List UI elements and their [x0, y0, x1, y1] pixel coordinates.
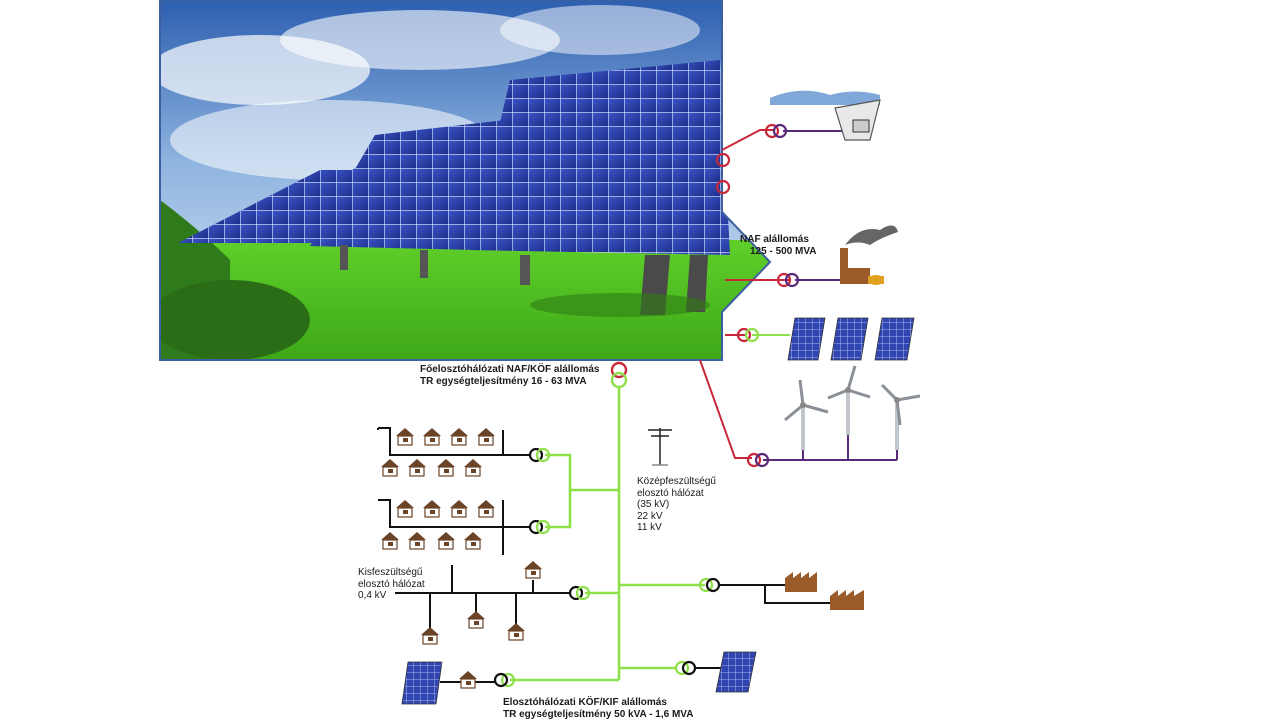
- medium-voltage-network: [510, 388, 705, 682]
- low-voltage-line1: Kisfeszültségű: [358, 567, 423, 578]
- low-voltage-line2: elosztó hálózat: [358, 578, 425, 590]
- house-icon: [450, 428, 468, 446]
- naf-substation-line1: NAF alállomás: [740, 234, 809, 245]
- main-substation-label: Főelosztóhálózati NAF/KÖF alállomás TR e…: [420, 364, 599, 387]
- thermal-power-plant-icon: [840, 225, 898, 285]
- factory-icons: [785, 572, 864, 610]
- utility-pole-icon: [648, 428, 672, 466]
- medium-voltage-line5: 11 kV: [637, 522, 662, 533]
- house-icon: [524, 561, 542, 579]
- wind-turbine-icons: [784, 365, 921, 450]
- wind-turbine-icon: [784, 379, 829, 450]
- house-icon: [464, 532, 482, 550]
- solar-farm-photo: [160, 0, 770, 360]
- hydro-dam-icon: [770, 90, 881, 141]
- house-icon: [396, 500, 414, 518]
- transformer-symbols-hv: [715, 123, 800, 468]
- low-voltage-line3: 0,4 kV: [358, 590, 387, 601]
- factory-icon: [785, 572, 817, 592]
- low-voltage-label: Kisfeszültségű elosztó hálózat 0,4 kV: [358, 567, 425, 602]
- main-substation-transformer: [610, 361, 628, 389]
- medium-voltage-line2: elosztó hálózat: [637, 487, 704, 499]
- distribution-substation-label: Elosztóhálózati KÖF/KIF alállomás TR egy…: [503, 697, 693, 720]
- house-icon: [437, 459, 455, 477]
- wind-turbine-icon: [827, 365, 871, 435]
- house-icon: [467, 611, 485, 629]
- solar-panel-field-icons: [787, 317, 915, 361]
- medium-voltage-line3: (35 kV): [637, 499, 670, 510]
- distribution-substation-line2: TR egységteljesítmény 50 kVA - 1,6 MVA: [503, 708, 694, 720]
- house-icon: [477, 500, 495, 518]
- house-icon: [507, 623, 525, 641]
- house-icon: [408, 532, 426, 550]
- house-icon: [381, 532, 399, 550]
- main-substation-line1: Főelosztóhálózati NAF/KÖF alállomás: [420, 364, 600, 375]
- house-icon: [396, 428, 414, 446]
- house-icon: [437, 532, 455, 550]
- house-icon: [464, 459, 482, 477]
- medium-voltage-line1: Középfeszültségű: [637, 476, 716, 487]
- house-icon: [477, 428, 495, 446]
- house-icons: [381, 428, 542, 689]
- house-icon: [450, 500, 468, 518]
- factory-icon: [830, 590, 864, 610]
- medium-voltage-line4: 22 kV: [637, 510, 663, 522]
- distribution-substation-line1: Elosztóhálózati KÖF/KIF alállomás: [503, 697, 667, 708]
- house-icon: [423, 428, 441, 446]
- house-icon: [408, 459, 426, 477]
- rooftop-solar-panels: [401, 651, 757, 705]
- medium-voltage-label: Középfeszültségű elosztó hálózat (35 kV)…: [637, 476, 716, 534]
- naf-substation-line2: 125 - 500 MVA: [750, 245, 817, 257]
- main-substation-line2: TR egységteljesítmény 16 - 63 MVA: [420, 375, 587, 387]
- house-icon: [421, 627, 439, 645]
- wind-turbine-icon: [880, 383, 921, 450]
- photo-border: [159, 0, 772, 361]
- low-voltage-network: [377, 427, 830, 683]
- house-icon: [381, 459, 399, 477]
- house-icon: [423, 500, 441, 518]
- house-icon: [459, 671, 477, 689]
- naf-substation-label: NAF alállomás 125 - 500 MVA: [740, 234, 817, 257]
